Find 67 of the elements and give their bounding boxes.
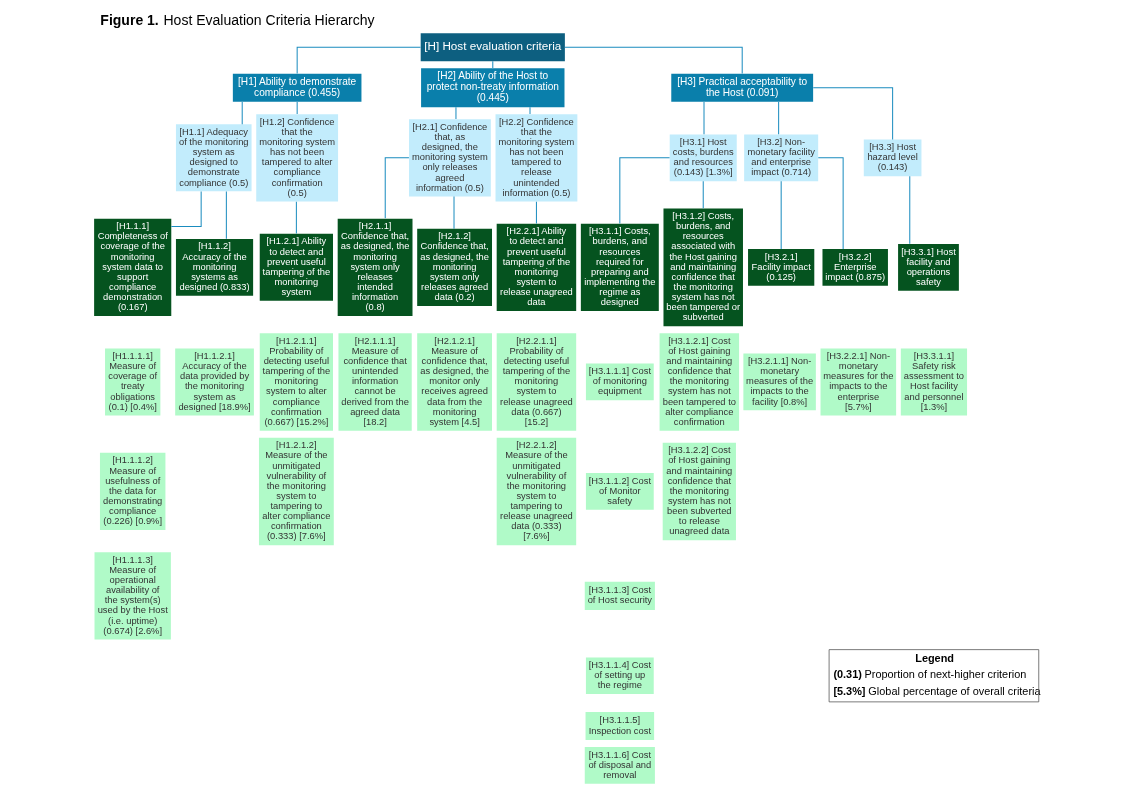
- connector: [780, 180, 782, 250]
- node-box: [H1.1.1.3] Measure of operational availability of the system(s) used by the Host (i.e. uptime) (0.674) [2.6%]: [94, 552, 171, 640]
- connector: [491, 60, 493, 69]
- node-box: [H3.2] Non-monetary facility and enterprise impact (0.714): [743, 134, 818, 182]
- node-box: [H3.1.2.1] Cost of Host gaining and maintaining confidence that the monitoring system has not been tampered to alter compliance confirmation: [659, 333, 739, 431]
- legend-label: [5.3%] Global percentage of overall criteria: [832, 684, 1041, 697]
- node-box: [H2.2.1.2] Measure of the unmitigated vulnerability of the monitoring system to tampering to release unagreed data (0.333) [7.6%]: [496, 437, 576, 546]
- node-box: [H2.2.1] Ability to detect and prevent useful tampering of the monitoring system to release unagreed data: [496, 223, 576, 311]
- node-box: [H3] Practical acceptability to the Host (0.091): [670, 73, 813, 102]
- node-box: [H2] Ability of the Host to protect non-treaty information (0.445): [420, 68, 564, 108]
- node-box: [H3.1] Host costs, burdens and resources (0.143) [1.3%]: [669, 134, 737, 182]
- node-box: [H1.2.1.1] Probability of detecting useful tampering of the monitoring system to alter compliance confirmation (0.667) [15.2%]: [259, 333, 333, 431]
- connector: [454, 106, 456, 120]
- node-box: [H3.3.1.1] Safety risk assessment to Host facility and personnel [1.3%]: [900, 348, 967, 416]
- node-box: [H1.1.1] Completeness of coverage of the monitoring system data to support compliance demonstration (0.167): [93, 218, 171, 317]
- node-box: [H1.1] Adequacy of the monitoring system as designed to demonstrate compliance (0.5): [175, 124, 252, 192]
- node-box: [H1.1.2.1] Accuracy of the data provided by the monitoring system as designed [18.9%]: [174, 348, 254, 416]
- node-box: [H3.1.1.6] Cost of disposal and removal: [584, 747, 655, 784]
- node-box: [H2.1.1] Confidence that, as designed, the monitoring system only releases intended information (0.8): [337, 218, 412, 317]
- connector: [563, 46, 743, 74]
- node-box: [H1.1.2] Accuracy of the monitoring systems as designed (0.833): [175, 238, 253, 296]
- node-box: [H2.2.1.1] Probability of detecting useful tampering of the monitoring system to release unagreed data (0.667) [15.2]: [496, 333, 576, 431]
- node-box: [H3.1.2.2] Cost of Host gaining and maintaining confidence that the monitoring system has not been subverted to release unagreed data: [662, 442, 736, 541]
- node-box: [H3.2.1] Facility impact (0.125): [747, 249, 814, 286]
- diagram-title: Figure 1. Host Evaluation Criteria Hierarchy: [99, 11, 375, 28]
- connector: [618, 157, 670, 224]
- connector: [170, 191, 202, 227]
- node-box: [H1.2.1] Ability to detect and prevent useful tampering of the monitoring system: [259, 233, 333, 301]
- connector: [777, 101, 779, 135]
- connector: [225, 191, 227, 240]
- node-box: [H2.1] Confidence that, as designed, the monitoring system only releases agreed information (0.5): [408, 119, 491, 197]
- connector: [241, 101, 243, 125]
- label: Legend: [914, 651, 954, 664]
- node-box: [H1.2] Confidence that the monitoring system has not been tampered to alter compliance confirmation (0.5): [255, 114, 338, 202]
- connector: [296, 46, 421, 74]
- connector: [702, 180, 704, 209]
- node-box: [H3.1.1.4] Cost of setting up the regime: [585, 657, 654, 695]
- legend-label: (0.31) Proportion of next-higher criterion: [832, 668, 1026, 681]
- node-box: [H3.2.2] Enterprise impact (0.875): [822, 249, 888, 286]
- node-box: [H3.1.1.3] Cost of Host security: [584, 581, 655, 610]
- node-box: [H3.1.2] Costs, burdens, and resources associated with the Host gaining and maintaining confidence that the monitoring system has not been tampered or subverted: [663, 208, 743, 327]
- node-box: [H1.1.1.1] Measure of coverage of treaty obligations (0.1) [0.4%]: [104, 348, 160, 416]
- node-box: [H] Host evaluation criteria: [420, 33, 565, 62]
- connector: [384, 157, 409, 219]
- node-box: [H3.1.1.2] Cost of Monitor safety: [585, 473, 654, 510]
- connector: [812, 87, 893, 140]
- node-box: [H2.1.1.1] Measure of confidence that unintended information cannot be derived from the agreed data [18.2]: [337, 333, 412, 431]
- node-box: [H2.1.2.1] Measure of confidence that, as designed, the monitor only receives agreed data from the monitoring system [4.5]: [416, 333, 492, 431]
- node-box: [H1.2.1.2] Measure of the unmitigated vulnerability of the monitoring system to tampering to alter compliance confirmation (0.333) [7.6%]: [258, 437, 334, 546]
- connector: [529, 106, 530, 115]
- connector: [295, 201, 297, 235]
- node-box: [H3.3.1] Host facility and operations safety: [897, 243, 959, 291]
- node-box: [H3.2.2.1] Non-monetary measures for the impacts to the enterprise [5.7%]: [820, 348, 896, 416]
- node-box: [H3.1.1.1] Cost of monitoring equipment: [585, 363, 654, 401]
- node-box: [H3.1.1.5] Inspection cost: [585, 712, 654, 741]
- connector: [817, 157, 844, 250]
- node-box: [H2.1.2] Confidence that, as designed, the monitoring system only releases agreed data (0.2): [416, 228, 492, 306]
- node-box: [H3.3] Host hazard level (0.143): [863, 139, 921, 177]
- connector: [535, 201, 537, 224]
- node-box: [H3.2.1.1] Non-monetary measures of the impacts to the facility [0.8%]: [742, 353, 816, 411]
- node-box: [H2.2] Confidence that the monitoring system has not been tampered to release unintended information (0.5): [495, 114, 577, 202]
- connector: [296, 101, 298, 115]
- connector: [908, 175, 910, 245]
- node-box: [H1] Ability to demonstrate compliance (0.455): [232, 73, 361, 102]
- node-box: [H1.1.1.2] Measure of usefulness of the data for demonstrating compliance (0.226) [0.9%]: [99, 452, 165, 530]
- connector: [703, 101, 704, 135]
- node-box: [H3.1.1] Costs, burdens, and resources required for preparing and implementing the regime as designed: [580, 223, 659, 311]
